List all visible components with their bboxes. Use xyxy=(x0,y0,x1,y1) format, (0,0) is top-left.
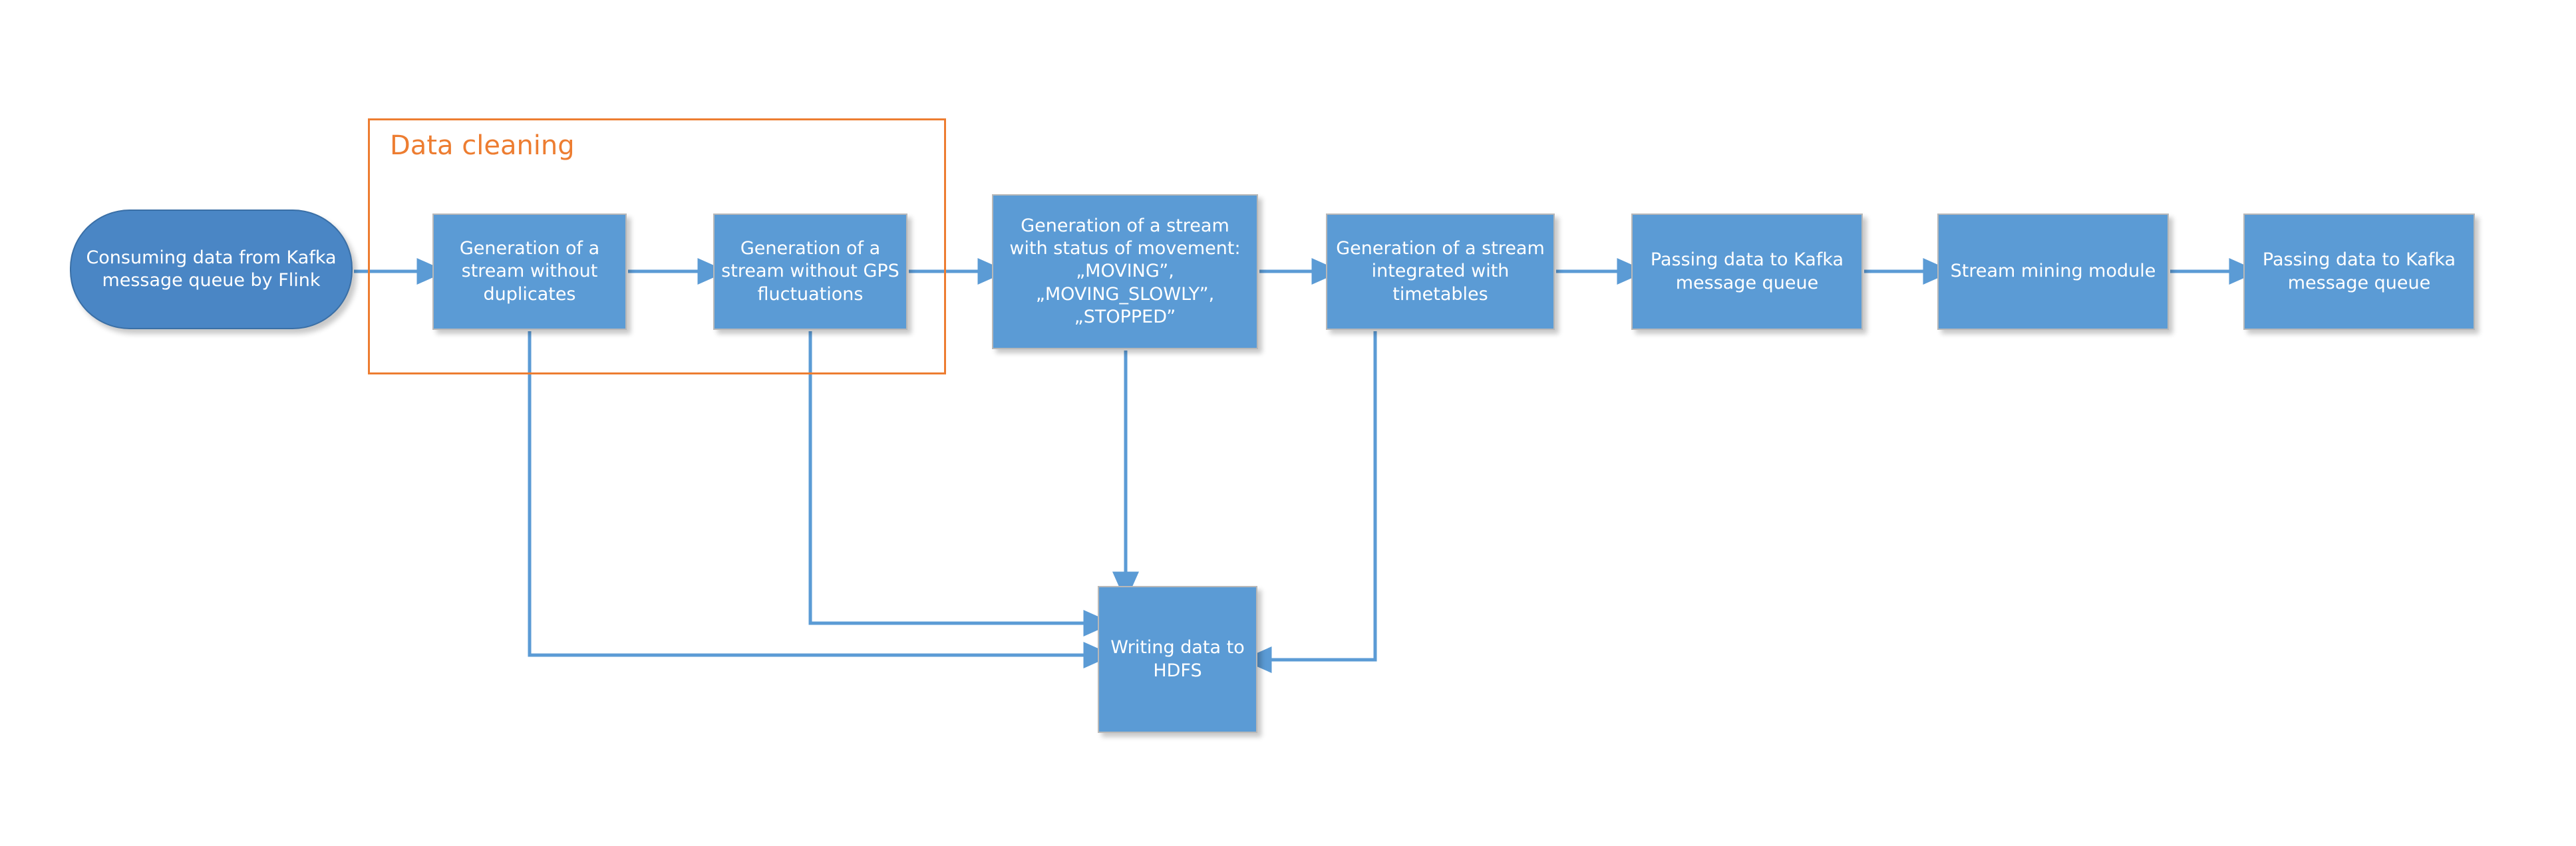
node-label: Consuming data from Kafka message queue … xyxy=(86,247,337,291)
node-label: Generation of a stream without GPS fluct… xyxy=(721,238,899,305)
node-label: Generation of a stream integrated with t… xyxy=(1336,238,1545,305)
node-label: Stream mining module xyxy=(1950,261,2156,282)
node-generation-stream-with-status-of-movement[interactable]: Generation of a stream with status of mo… xyxy=(992,194,1258,349)
node-passing-data-to-kafka-message-queue-2[interactable]: Passing data to Kafka message queue xyxy=(2243,213,2475,330)
connector-gps-to-hdfs xyxy=(808,331,1114,636)
data-cleaning-group xyxy=(368,118,946,374)
node-label: Writing data to HDFS xyxy=(1110,637,1245,681)
node-label: Passing data to Kafka message queue xyxy=(2262,249,2456,293)
node-stream-mining-module[interactable]: Stream mining module xyxy=(1937,213,2169,330)
connector-dedup-to-hdfs xyxy=(528,331,1114,668)
node-generation-stream-without-duplicates[interactable]: Generation of a stream without duplicate… xyxy=(432,213,627,330)
node-label: Passing data to Kafka message queue xyxy=(1650,249,1844,293)
node-writing-data-to-hdfs[interactable]: Writing data to HDFS xyxy=(1098,586,1257,733)
node-generation-stream-integrated-with-timetables[interactable]: Generation of a stream integrated with t… xyxy=(1326,213,1555,330)
node-consuming-data-from-kafka[interactable]: Consuming data from Kafka message queue … xyxy=(70,210,353,329)
node-passing-data-to-kafka-message-queue-1[interactable]: Passing data to Kafka message queue xyxy=(1631,213,1863,330)
data-cleaning-group-title: Data cleaning xyxy=(390,130,575,161)
node-label: Generation of a stream with status of mo… xyxy=(1009,215,1241,327)
node-generation-stream-without-gps-fluctuations[interactable]: Generation of a stream without GPS fluct… xyxy=(713,213,907,330)
node-label: Generation of a stream without duplicate… xyxy=(459,238,600,305)
connector-timetable-to-hdfs xyxy=(1241,331,1377,673)
